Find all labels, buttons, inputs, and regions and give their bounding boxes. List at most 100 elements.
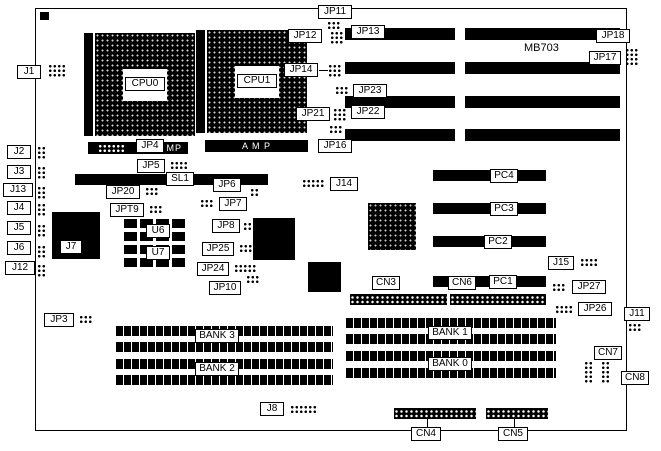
jp25-label: JP25 (202, 242, 234, 256)
j11-label: J11 (624, 307, 650, 321)
jp7-conn (200, 199, 214, 208)
cn5-leader (514, 419, 515, 428)
j5-label: J5 (7, 221, 31, 235)
pc3-label: PC3 (490, 202, 518, 216)
amp-bar-label: A M P (241, 141, 271, 151)
jp26-conn (555, 305, 573, 314)
jp22-label: JP22 (351, 105, 385, 119)
bank0-slot-2 (345, 368, 556, 378)
sram-chip (172, 232, 185, 241)
pci-slot-pc3 (433, 203, 546, 214)
chipset-c (368, 203, 416, 250)
j12-label: J12 (5, 261, 35, 275)
jp8-conn (243, 222, 252, 231)
u7-label: U7 (146, 246, 170, 260)
jp4-header-dots (98, 144, 125, 153)
vrm-cpu1 (196, 30, 205, 133)
cn7-label: CN7 (594, 346, 622, 360)
bank2-label: BANK 2 (195, 362, 239, 376)
j12-conn (37, 264, 46, 278)
isa-slot-1-right (465, 28, 620, 40)
j3-label: J3 (7, 165, 31, 179)
bank3-label: BANK 3 (195, 329, 239, 343)
j14-conn (302, 179, 325, 188)
jpt9-conn (149, 205, 163, 214)
cn4-label: CN4 (411, 427, 441, 441)
jp3-label: JP3 (44, 313, 74, 327)
j1-conn (48, 64, 66, 78)
jp26-label: JP26 (578, 302, 612, 316)
j13-label: J13 (3, 183, 33, 197)
chipset-a (253, 218, 295, 260)
sram-chip (124, 258, 137, 267)
jp5-label: JP5 (137, 159, 165, 173)
j6-label: J6 (7, 241, 31, 255)
jp21-jp22-conn (333, 108, 347, 122)
j2-conn (37, 146, 46, 160)
bank1-label: BANK 1 (428, 326, 472, 340)
j8-conn (290, 405, 317, 414)
jp18-label: JP18 (596, 29, 630, 43)
sram-chip (172, 258, 185, 267)
pci-slot-pc4 (433, 170, 546, 181)
cn8-label: CN8 (621, 371, 649, 385)
jp3-conn (79, 315, 93, 324)
cpu1-socket-label: CPU1 (237, 73, 277, 88)
cn6-label: CN6 (448, 276, 476, 290)
j15-label: J15 (548, 256, 574, 270)
bank0-label: BANK 0 (428, 357, 472, 371)
cpu0-socket-label: CPU0 (125, 76, 165, 91)
amp-bar: A M P (205, 140, 308, 152)
pc2-label: PC2 (484, 235, 512, 249)
jp6-label: JP6 (213, 178, 241, 192)
sram-chip (156, 219, 169, 228)
jp11-conn (327, 21, 341, 30)
cn3-label: CN3 (372, 276, 400, 290)
jp17-label: JP17 (589, 51, 621, 65)
isa-slot-4-right (465, 129, 620, 141)
mp-bar-label: MP (166, 143, 182, 153)
sram-chip (140, 258, 153, 267)
jp4-label: JP4 (136, 139, 164, 153)
cn8-conn (601, 361, 610, 384)
bank3-slot-2 (115, 342, 333, 352)
jp24-label: JP24 (197, 262, 229, 276)
j14-label: J14 (330, 177, 358, 191)
j6-conn (37, 245, 46, 259)
jp8-label: JP8 (212, 219, 240, 233)
j15-conn (580, 258, 598, 267)
jp27-conn (552, 283, 566, 292)
jp23-label: JP23 (353, 84, 387, 98)
bank1-slot-1 (345, 318, 556, 328)
cn7-conn (584, 361, 593, 384)
isa-slot-4-left (345, 129, 455, 141)
jp16-conn (329, 125, 343, 134)
jp20-label: JP20 (106, 185, 140, 199)
j8-label: J8 (260, 402, 284, 416)
isa-slot-2-left (345, 62, 455, 74)
isa-slot-3-right (465, 96, 620, 108)
sram-chip (140, 219, 153, 228)
cn4-leader (427, 419, 428, 428)
j2-label: J2 (7, 145, 31, 159)
cn6-header (450, 294, 546, 305)
jp11-label: JP11 (318, 5, 352, 19)
chipset-b (308, 262, 341, 292)
jp23-conn (335, 86, 349, 95)
jp10-label: JP10 (209, 281, 241, 295)
sram-chip (156, 258, 169, 267)
sram-chip (124, 219, 137, 228)
jp13-label: JP13 (351, 25, 385, 39)
jp14-conn (328, 64, 342, 78)
jp25-conn (239, 244, 253, 253)
sl1-label: SL1 (166, 172, 194, 186)
isa-slot-2-right (465, 62, 620, 74)
jp10-conn (246, 275, 260, 284)
j7-label: J7 (60, 240, 82, 254)
jp17-jp18-conn (625, 48, 639, 66)
j5-conn (37, 224, 46, 238)
sram-chip (172, 219, 185, 228)
j13-conn (37, 186, 46, 200)
jp24-conn (234, 264, 257, 273)
